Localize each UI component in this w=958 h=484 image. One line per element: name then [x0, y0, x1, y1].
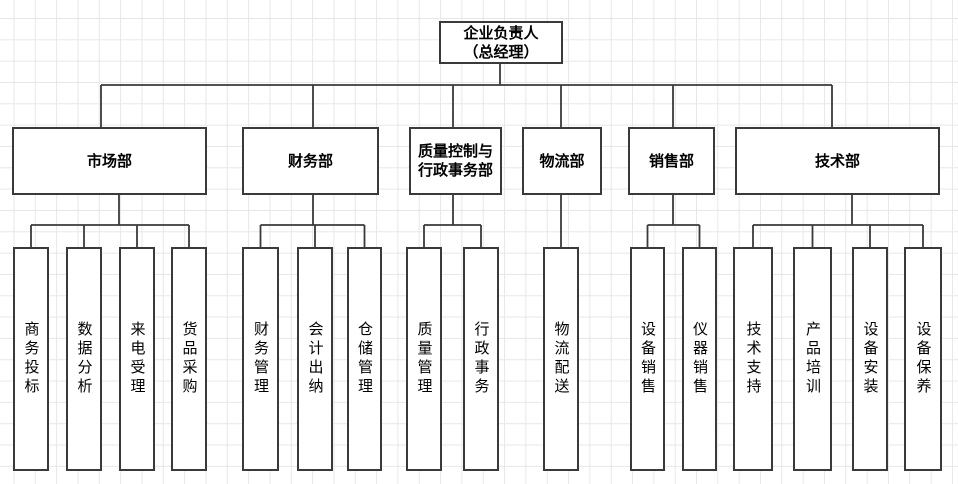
dept-node-quality-admin[interactable]: 质量控制与行政事务部 — [409, 127, 502, 195]
sub-node-label: 技术支持 — [744, 321, 762, 397]
sub-node-call-handling[interactable]: 来电受理 — [119, 247, 155, 471]
sub-node-label: 来电受理 — [128, 321, 146, 397]
sub-node-label: 设备销售 — [639, 321, 656, 397]
sub-node-product-training[interactable]: 产品培训 — [793, 247, 832, 471]
sub-node-label: 商务投标 — [22, 321, 40, 397]
dept-node-label: 物流部 — [539, 152, 585, 170]
dept-node-sales[interactable]: 销售部 — [628, 127, 715, 195]
sub-node-instrument-sales[interactable]: 仪器销售 — [682, 247, 717, 471]
dept-node-logistics[interactable]: 物流部 — [522, 127, 602, 195]
sub-node-label: 质量管理 — [415, 321, 433, 397]
dept-node-label: 市场部 — [86, 152, 132, 170]
sub-node-quality-management[interactable]: 质量管理 — [406, 247, 442, 471]
sub-node-goods-procurement[interactable]: 货品采购 — [171, 247, 207, 471]
dept-node-technology[interactable]: 技术部 — [735, 127, 940, 195]
sub-node-label: 货品采购 — [180, 321, 198, 397]
sub-node-equipment-installation[interactable]: 设备安装 — [852, 247, 888, 471]
sub-node-equipment-maintenance[interactable]: 设备保养 — [904, 247, 942, 471]
dept-node-label: 技术部 — [814, 152, 860, 170]
sub-node-financial-management[interactable]: 财务管理 — [242, 247, 279, 471]
sub-node-data-analysis[interactable]: 数据分析 — [66, 247, 102, 471]
sub-node-equipment-sales[interactable]: 设备销售 — [630, 247, 665, 471]
sub-node-label: 仪器销售 — [691, 321, 708, 397]
dept-node-finance[interactable]: 财务部 — [242, 127, 379, 195]
sub-node-logistics-distribution[interactable]: 物流配送 — [543, 247, 579, 471]
sub-node-label: 设备安装 — [861, 321, 879, 397]
dept-node-marketing[interactable]: 市场部 — [12, 127, 207, 195]
sub-node-label: 产品培训 — [804, 321, 821, 397]
sub-node-label: 财务管理 — [252, 321, 269, 397]
sub-node-label: 会计出纳 — [306, 321, 324, 397]
sub-node-label: 数据分析 — [75, 321, 93, 397]
sub-node-label: 物流配送 — [552, 321, 570, 397]
root-node-general-manager[interactable]: 企业负责人 （总经理） — [439, 21, 563, 64]
sub-node-tech-support[interactable]: 技术支持 — [733, 247, 773, 471]
sub-node-warehouse-management[interactable]: 仓储管理 — [347, 247, 382, 471]
root-node-label: 企业负责人 （总经理） — [463, 24, 539, 61]
sub-node-label: 仓储管理 — [356, 321, 373, 397]
dept-node-label: 财务部 — [287, 152, 333, 170]
sub-node-label: 行政事务 — [472, 321, 490, 397]
sub-node-business-bidding[interactable]: 商务投标 — [13, 247, 49, 471]
dept-node-label: 销售部 — [648, 152, 694, 170]
sub-node-admin-affairs[interactable]: 行政事务 — [463, 247, 499, 471]
sub-node-accounting-cashier[interactable]: 会计出纳 — [297, 247, 333, 471]
dept-node-label: 质量控制与行政事务部 — [417, 143, 493, 179]
sub-node-label: 设备保养 — [914, 321, 932, 397]
